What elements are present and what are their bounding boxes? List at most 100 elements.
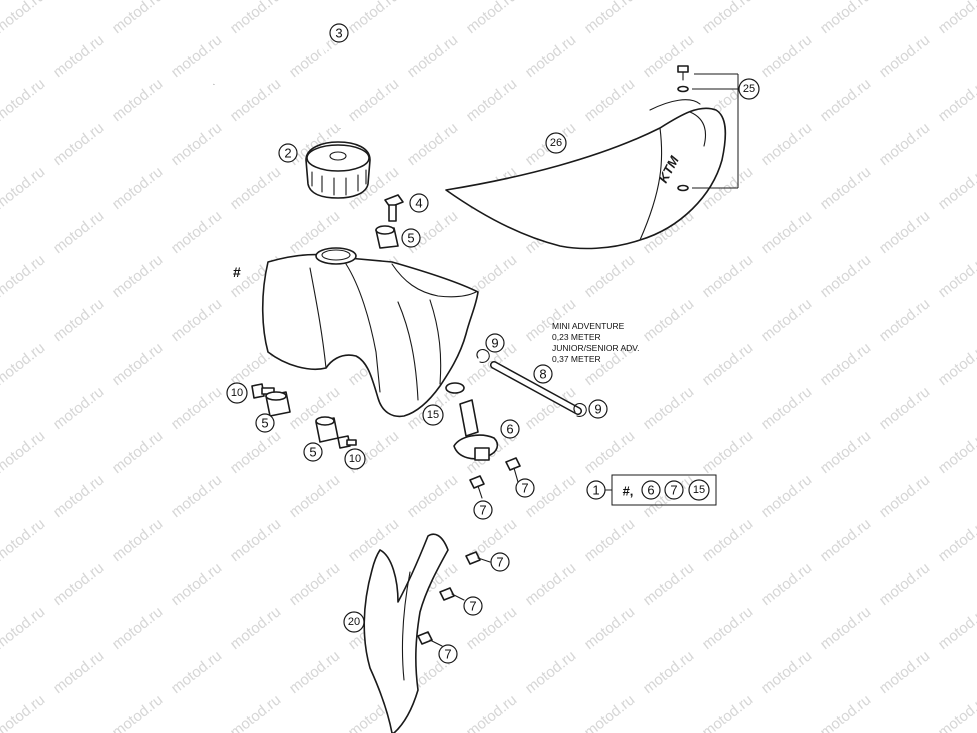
o-ring-part	[445, 382, 465, 394]
watermark-text: motod.ru	[50, 119, 107, 169]
hose-clamp-top	[476, 349, 490, 363]
watermark-text: motod.ru	[522, 559, 579, 609]
callout-26-label: 26	[550, 137, 562, 149]
callout-15-label: 15	[427, 409, 439, 421]
watermark-text: motod.ru	[168, 559, 225, 609]
callout-8-label: 8	[539, 367, 546, 382]
watermark-text: motod.ru	[227, 515, 284, 565]
watermark-text: motod.ru	[758, 207, 815, 257]
callout-26: 26	[545, 132, 567, 154]
note-line-4: 0,37 METER	[552, 354, 601, 364]
watermark-text: motod.ru	[581, 603, 638, 653]
watermark-text: motod.ru	[109, 515, 166, 565]
watermark-text: motod.ru	[758, 31, 815, 81]
watermark-text: motod.ru	[227, 163, 284, 213]
watermark-text: motod.ru	[935, 163, 977, 213]
watermark-text: motod.ru	[817, 75, 874, 125]
callout-8: 8	[533, 364, 553, 384]
watermark-text: motod.ru	[817, 0, 874, 37]
watermark-text: motod.ru	[286, 471, 343, 521]
watermark-text: motod.ru	[0, 339, 48, 389]
watermark-text: motod.ru	[758, 471, 815, 521]
watermark-text: motod.ru	[876, 647, 933, 697]
watermark-text: motod.ru	[935, 515, 977, 565]
callout-9-bottom: 9	[588, 399, 608, 419]
callout-6-label: 6	[506, 422, 513, 437]
callout-4: 4	[409, 193, 429, 213]
kit-item-2-label: 7	[670, 483, 677, 498]
watermark-text: motod.ru	[581, 251, 638, 301]
hose-clamp-bottom	[573, 403, 587, 417]
callout-7-cover-top-label: 7	[496, 555, 503, 570]
seat-part: KTM	[445, 99, 727, 250]
callout-7-tap-right: 7	[515, 478, 535, 498]
watermark-text: motod.ru	[109, 0, 166, 37]
watermark-text: motod.ru	[50, 295, 107, 345]
rubber-bushing-lower	[315, 416, 339, 443]
callout-7-cover-middle-label: 7	[469, 599, 476, 614]
watermark-text: motod.ru	[227, 603, 284, 653]
watermark-text: motod.ru	[817, 691, 874, 733]
watermark-text: motod.ru	[876, 471, 933, 521]
watermark-text: motod.ru	[817, 251, 874, 301]
watermark-text: motod.ru	[817, 163, 874, 213]
watermark-text: motod.ru	[876, 31, 933, 81]
watermark-text: motod.ru	[109, 603, 166, 653]
callout-6: 6	[500, 419, 520, 439]
watermark-text: motod.ru	[699, 339, 756, 389]
kit-item-1-label: 6	[647, 483, 654, 498]
watermark-text: motod.ru	[50, 383, 107, 433]
watermark-text: motod.ru	[0, 691, 48, 733]
watermark-text: motod.ru	[876, 559, 933, 609]
callout-5-top: 5	[401, 228, 421, 248]
watermark-text: motod.ru	[876, 119, 933, 169]
watermark-text: motod.ru	[522, 31, 579, 81]
watermark-text: motod.ru	[404, 31, 461, 81]
watermark-text: motod.ru	[0, 251, 48, 301]
watermark-text: motod.ru	[0, 0, 48, 37]
watermark-text: motod.ru	[109, 75, 166, 125]
vent-hose-part	[212, 19, 342, 129]
note-line-1: MINI ADVENTURE	[552, 321, 625, 331]
note-line-3: JUNIOR/SENIOR ADV.	[552, 343, 640, 353]
watermark-text: motod.ru	[345, 0, 402, 37]
bolt-part	[384, 194, 404, 222]
watermark-text: motod.ru	[50, 207, 107, 257]
fuel-cap-part	[305, 141, 371, 199]
watermark-text: motod.ru	[699, 0, 756, 37]
watermark-text: motod.ru	[817, 427, 874, 477]
watermark-text: motod.ru	[50, 647, 107, 697]
watermark-text: motod.ru	[935, 251, 977, 301]
callout-9-top: 9	[485, 333, 505, 353]
watermark-text: motod.ru	[817, 603, 874, 653]
watermark-text: motod.ru	[345, 75, 402, 125]
callout-20: 20	[343, 611, 365, 633]
screw-cover-middle	[439, 587, 465, 601]
watermark-text: motod.ru	[168, 383, 225, 433]
watermark-text: motod.ru	[699, 251, 756, 301]
watermark-text: motod.ru	[817, 339, 874, 389]
watermark-text: motod.ru	[227, 0, 284, 37]
watermark-text: motod.ru	[50, 31, 107, 81]
callout-3: 3	[329, 23, 349, 43]
watermark-text: motod.ru	[522, 647, 579, 697]
kit-hash-label: #,	[623, 484, 634, 499]
kit-item-3-label: 15	[693, 484, 705, 496]
watermark-text: motod.ru	[522, 471, 579, 521]
fuel-tap-part	[453, 399, 499, 461]
callout-10-left: 10	[226, 382, 248, 404]
watermark-text: motod.ru	[640, 31, 697, 81]
watermark-text: motod.ru	[935, 75, 977, 125]
callout-9-bottom-label: 9	[594, 402, 601, 417]
seat-washer-bottom	[677, 184, 689, 192]
callout-5-left-label: 5	[261, 416, 268, 431]
watermark-text: motod.ru	[345, 515, 402, 565]
rubber-bushing-left	[265, 391, 291, 417]
watermark-text: motod.ru	[640, 647, 697, 697]
watermark-text: motod.ru	[876, 295, 933, 345]
watermark-text: motod.ru	[227, 691, 284, 733]
note-line-2: 0,23 METER	[552, 332, 601, 342]
watermark-text: motod.ru	[581, 515, 638, 565]
seat-screw-part	[677, 65, 689, 81]
watermark-text: motod.ru	[581, 75, 638, 125]
